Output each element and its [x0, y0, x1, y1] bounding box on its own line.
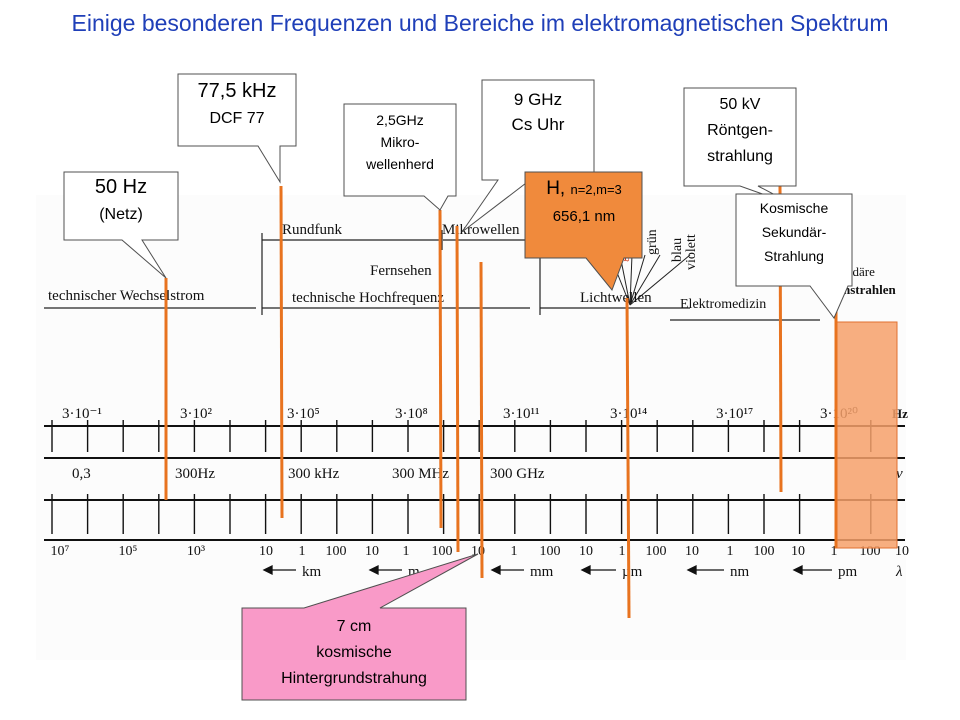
wl-unit-um: µm: [622, 564, 643, 580]
callout-kosmisch-line3: Strahlung: [764, 248, 824, 264]
callout-mikro-line2: Mikro-: [380, 134, 420, 150]
wavelength-number: 10: [259, 544, 273, 559]
range-label-lichtwellen: Lichtwellen: [580, 290, 652, 306]
cosmic-band: [834, 321, 898, 549]
nu-symbol: ν: [896, 466, 903, 482]
marker-h-alpha: [625, 297, 631, 619]
wavelength-number: 1: [619, 544, 626, 559]
callout-dcf-shape: [177, 73, 297, 184]
wavelength-number: 1: [511, 544, 518, 559]
lambda-symbol: λ: [895, 564, 903, 580]
wavelength-number: 100: [540, 544, 561, 559]
wavelength-number: 1: [831, 544, 838, 559]
callout-kosmisch-shape: [735, 193, 853, 319]
freq-label-1: 0,3: [72, 466, 91, 482]
range-label-hochfrequenz: technische Hochfrequenz: [292, 290, 444, 306]
freq-tick-label-2: 3·10²: [180, 406, 212, 422]
callout-netz-line1: 50 Hz: [94, 176, 148, 198]
wavelength-number: 10⁵: [119, 544, 138, 559]
callout-hintergrund-line1: 7 cm: [336, 618, 372, 635]
unit-arrows: [262, 564, 832, 576]
wavelength-number: 1: [299, 544, 306, 559]
callout-h-shape: [524, 171, 643, 291]
range-brackets: [44, 230, 820, 321]
callout-hintergrund-shape: [241, 553, 479, 701]
callout-h-line2: 656,1 nm: [552, 208, 616, 225]
wavelength-number: 100: [432, 544, 453, 559]
freq-label-5: 300 GHz: [490, 466, 545, 482]
callout-roentgen-line1: 50 kV: [719, 96, 761, 113]
callout-h-subscript: n=2,m=3: [570, 182, 622, 197]
wavelength-number: 100: [646, 544, 667, 559]
callout-shapes: [63, 73, 853, 701]
callout-mikro-line3: wellenherd: [366, 156, 434, 172]
range-label-fernsehen: Fernsehen: [370, 263, 432, 279]
callout-kosmisch-line1: Kosmische: [759, 200, 829, 216]
marker-hintergrund: [479, 261, 484, 579]
callout-roentgen-line2: Röntgen-: [707, 122, 773, 139]
callout-cs-shape: [461, 79, 595, 233]
freq-label-4: 300 MHz: [392, 466, 449, 482]
visible-color-blau: blau: [670, 238, 685, 262]
callout-mikro-line1: 2,5GHz: [376, 112, 424, 128]
visible-color-violett: violett: [684, 234, 699, 270]
callout-netz-shape: [63, 171, 179, 279]
range-label-wechselstrom: technischer Wechselstrom: [48, 288, 205, 304]
freq-tick-label-5: 3·10¹¹: [503, 406, 540, 422]
page-title: Einige besonderen Frequenzen und Bereich…: [71, 10, 889, 36]
callout-mikro-shape: [343, 103, 457, 211]
callout-h-symbol: H,: [546, 178, 566, 199]
range-label-mikrowellen: Mikrowellen: [442, 222, 520, 238]
wl-unit-km: km: [302, 564, 322, 580]
callout-cs-line1: 9 GHz: [513, 90, 563, 109]
wavelength-number: 10³: [187, 544, 205, 559]
freq-label-2: 300Hz: [175, 466, 215, 482]
freq-tick-label-4: 3·10⁸: [395, 406, 428, 422]
callout-dcf-line2: DCF 77: [209, 110, 265, 127]
callout-hintergrund-line3: Hintergrundstrahung: [281, 670, 427, 687]
callout-cs-line2: Cs Uhr: [511, 115, 565, 134]
wl-unit-nm: nm: [730, 564, 750, 580]
callout-kosmisch-line2: Sekundär-: [761, 224, 827, 240]
callout-h-line1: H, n=2,m=3: [528, 178, 640, 200]
wavelength-number: 10: [685, 544, 699, 559]
range-label-sekundaere: ndäre: [846, 264, 875, 279]
visible-color-gruen: grün: [645, 229, 660, 255]
wavelength-number: 100: [754, 544, 775, 559]
range-label-rundfunk: Rundfunk: [282, 222, 343, 238]
callout-hintergrund-line2: kosmische: [316, 644, 392, 661]
wavelength-number: 10: [365, 544, 379, 559]
marker-mikrowelle: [438, 209, 443, 529]
marker-dcf77: [279, 185, 284, 519]
wavelength-number: 10: [791, 544, 805, 559]
freq-label-3: 300 kHz: [288, 466, 340, 482]
freq-tick-label-3: 3·10⁵: [287, 406, 320, 422]
callout-netz-line2: (Netz): [99, 206, 143, 223]
wavelength-number: 100: [326, 544, 347, 559]
wavelength-number: 1: [403, 544, 410, 559]
wavelength-number: 10⁷: [51, 544, 70, 559]
callout-dcf-line1: 77,5 kHz: [197, 80, 277, 102]
wavelength-numbers: 10⁷ 10⁵ 10³ 10 1 100 10 1 100 10 1 100 10 1 100 10 1 100 1…: [51, 544, 909, 559]
freq-tick-label-1: 3·10⁻¹: [62, 406, 102, 422]
freq-tick-label-7: 3·10¹⁷: [716, 406, 753, 422]
marker-cs-uhr: [455, 225, 460, 553]
wl-unit-mm: mm: [530, 564, 554, 580]
wl-unit-pm: pm: [838, 564, 858, 580]
wavelength-number: 1: [727, 544, 734, 559]
wavelength-number: 10: [895, 544, 909, 559]
callout-roentgen-line3: strahlung: [707, 148, 773, 165]
range-label-elektromedizin: Elektromedizin: [680, 297, 766, 312]
wavelength-number: 10: [579, 544, 593, 559]
